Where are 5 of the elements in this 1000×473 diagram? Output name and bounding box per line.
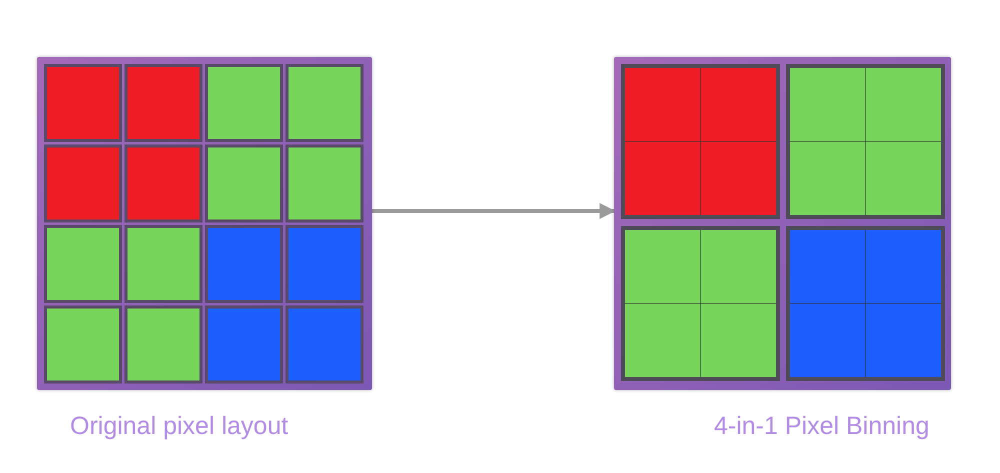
arrow xyxy=(372,203,616,219)
node-label: 4-in-1 Pixel Binning xyxy=(714,412,930,441)
binned-sensor-drawing xyxy=(614,57,951,390)
node-label: Original pixel layout xyxy=(70,412,288,441)
pixel-grid-drawing xyxy=(37,57,372,390)
